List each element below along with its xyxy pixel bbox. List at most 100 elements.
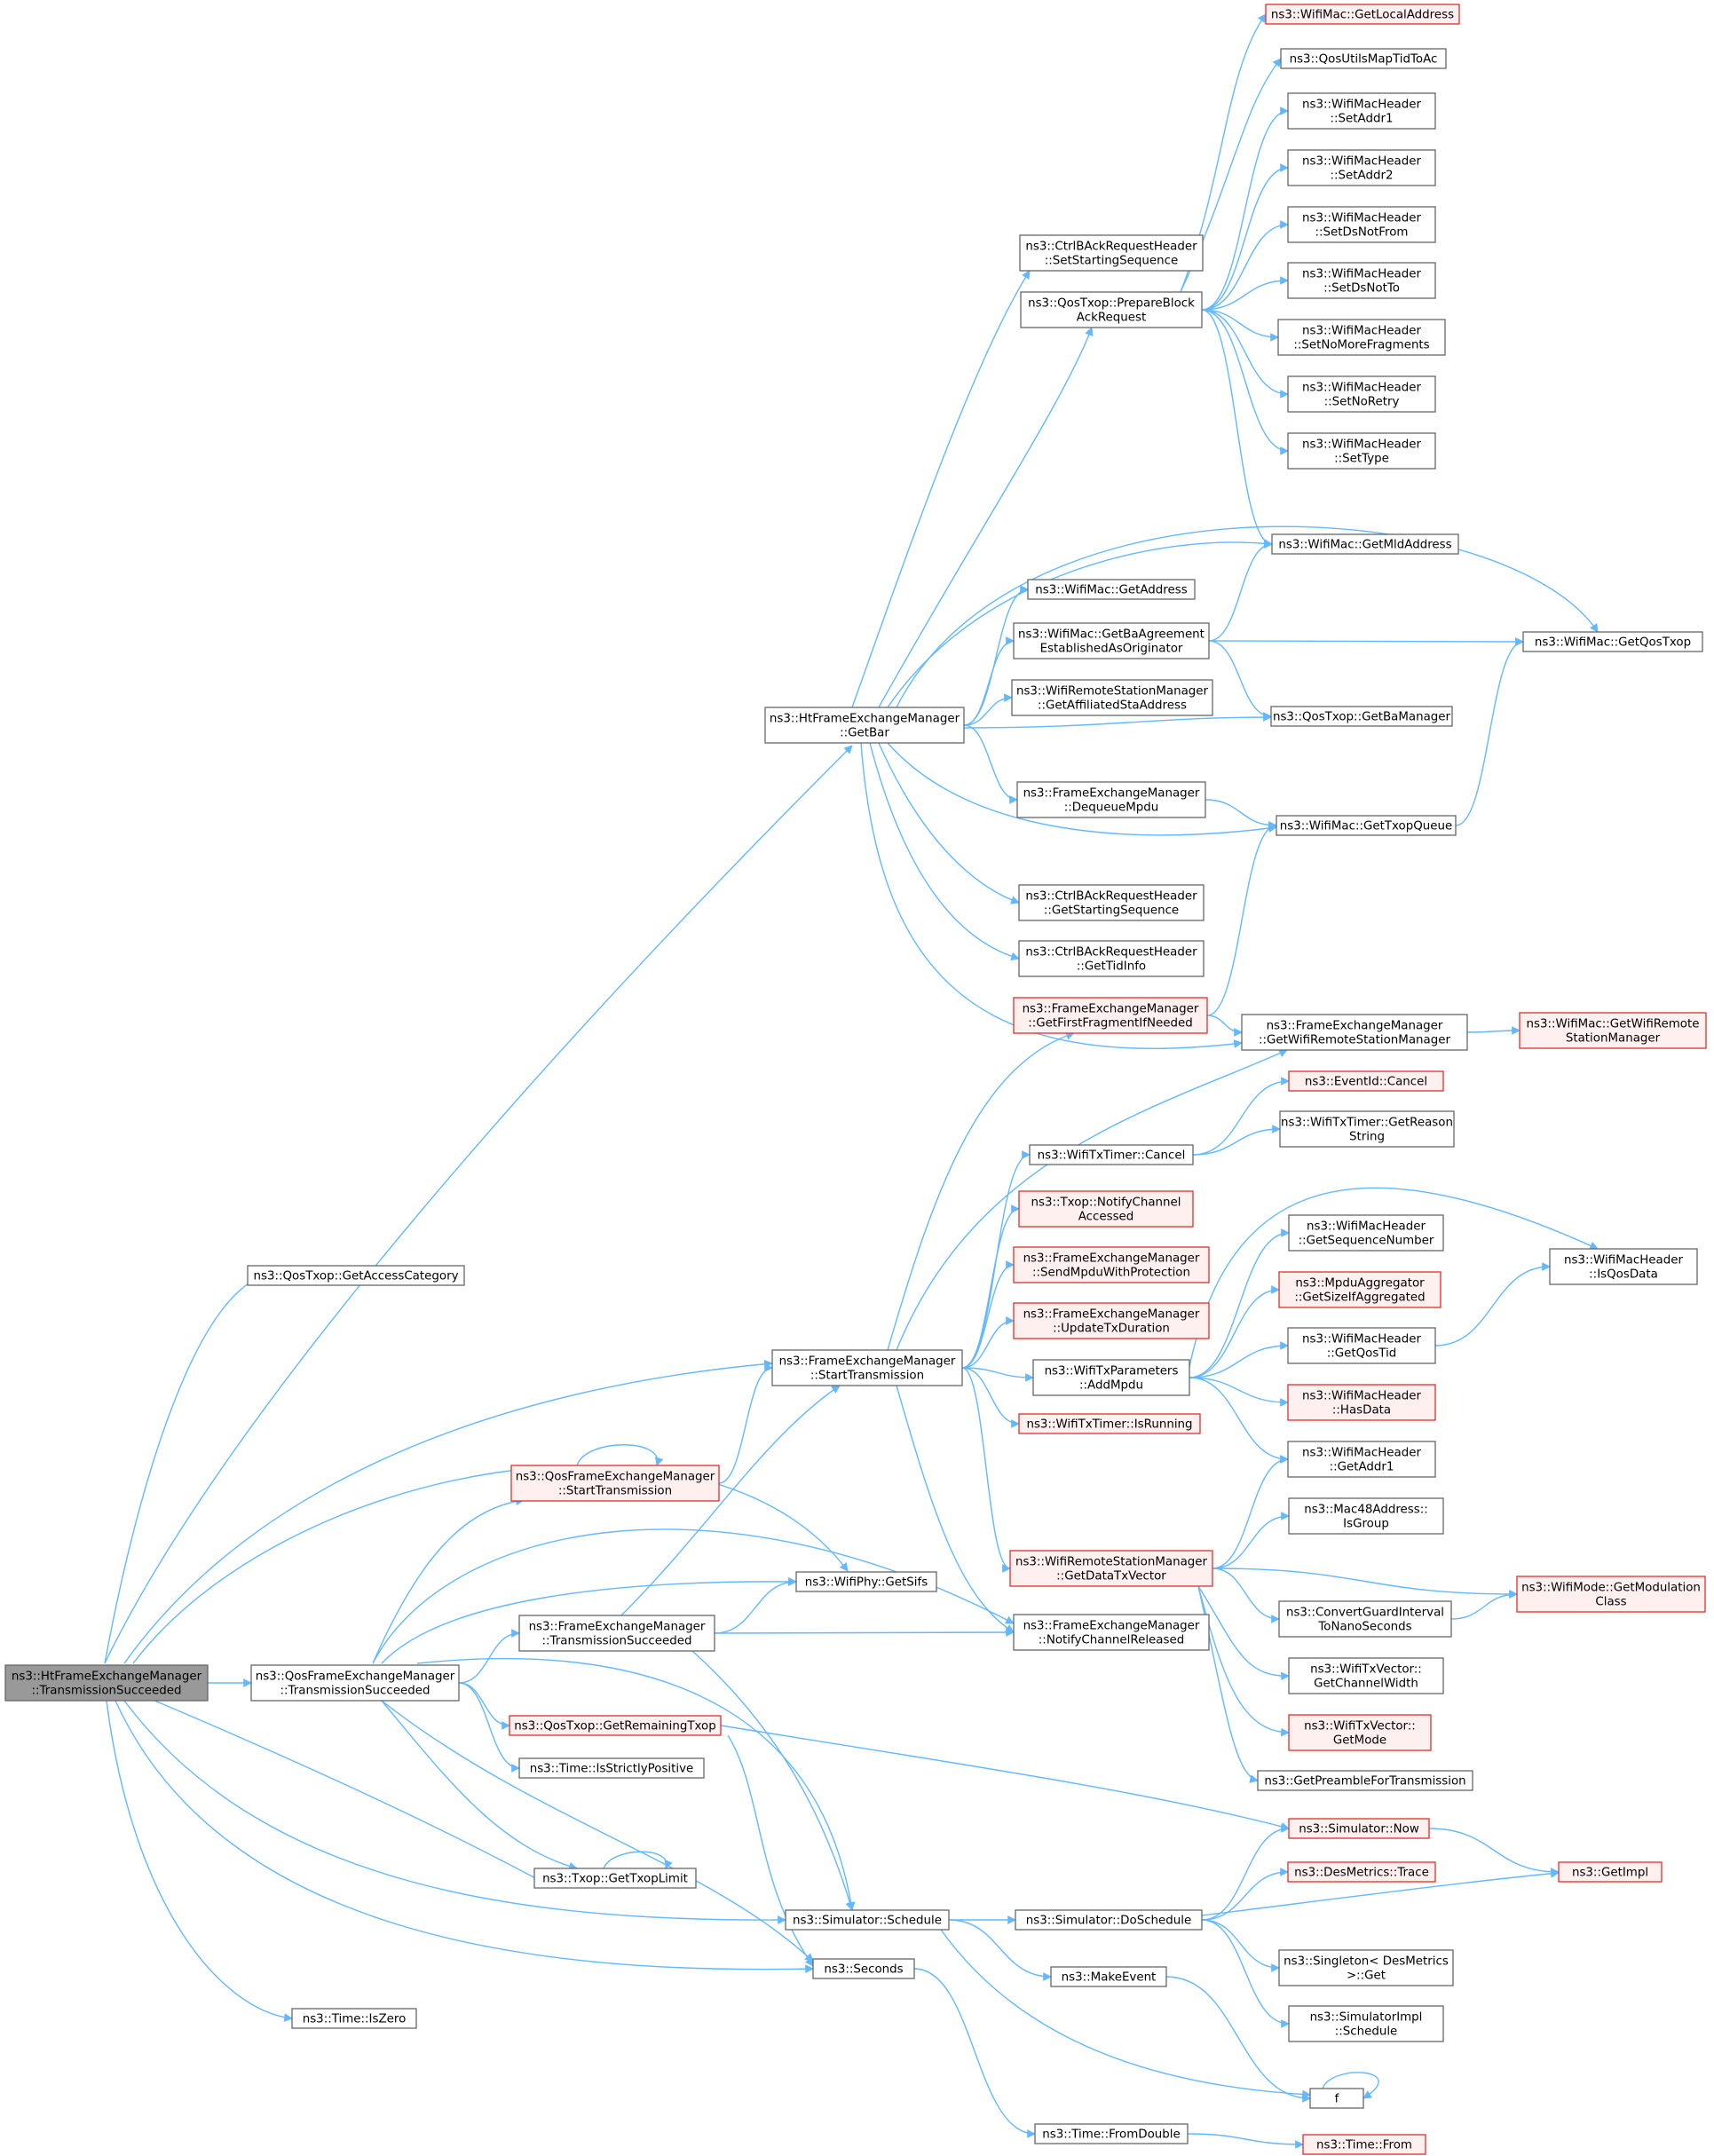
edge-getFirstFragment-to-getWrsm (1206, 1015, 1243, 1037)
node-sendMpduProt[interactable]: ns3::FrameExchangeManager::SendMpduWithP… (1013, 1246, 1210, 1283)
node-getFirstFragment[interactable]: ns3::FrameExchangeManager::GetFirstFragm… (1013, 997, 1208, 1034)
node-label: ns3::QosTxop::PrepareBlock (1028, 297, 1195, 311)
node-label: ns3::SimulatorImpl (1310, 2011, 1423, 2025)
node-getTxopQueue[interactable]: ns3::WifiMac::GetTxopQueue (1276, 815, 1457, 836)
node-getAccessCategory[interactable]: ns3::QosTxop::GetAccessCategory (247, 1265, 465, 1286)
node-label: ns3::HtFrameExchangeManager (770, 713, 960, 726)
node-isStrictlyPositive[interactable]: ns3::Time::IsStrictlyPositive (518, 1757, 705, 1779)
node-timeFrom[interactable]: ns3::Time::From (1302, 2134, 1426, 2155)
node-timerIsRunning[interactable]: ns3::WifiTxTimer::IsRunning (1018, 1413, 1201, 1434)
node-doSchedule[interactable]: ns3::Simulator::DoSchedule (1015, 1909, 1203, 1931)
node-qosMapTid[interactable]: ns3::QosUtilsMapTidToAc (1280, 48, 1447, 69)
node-label: ::GetAddr1 (1330, 1461, 1394, 1474)
node-getQosTid[interactable]: ns3::WifiMacHeader::GetQosTid (1287, 1327, 1436, 1364)
node-box (1241, 1014, 1468, 1051)
edge-femStartTx-to-notifyChAccessed (961, 1204, 1020, 1369)
node-getRemainingTxop[interactable]: ns3::QosTxop::GetRemainingTxop (509, 1715, 722, 1736)
node-femStartTx[interactable]: ns3::FrameExchangeManager::StartTransmis… (771, 1349, 963, 1386)
node-label: String (1349, 1131, 1385, 1144)
node-seconds[interactable]: ns3::Seconds (812, 1958, 915, 1979)
node-getMldAddress[interactable]: ns3::WifiMac::GetMldAddress (1271, 533, 1459, 555)
node-femTxSucceeded[interactable]: ns3::FrameExchangeManager::TransmissionS… (518, 1615, 715, 1652)
node-box (1287, 92, 1436, 130)
node-desTrace[interactable]: ns3::DesMetrics::Trace (1287, 1861, 1436, 1883)
node-setNoMoreFrag[interactable]: ns3::WifiMacHeader::SetNoMoreFragments (1277, 319, 1446, 356)
node-getBaManager[interactable]: ns3::QosTxop::GetBaManager (1270, 706, 1453, 727)
node-label: ns3::WifiTxTimer::IsRunning (1026, 1418, 1192, 1432)
node-simSchedule[interactable]: ns3::Simulator::Schedule (785, 1909, 950, 1931)
node-isQosData[interactable]: ns3::WifiMacHeader::IsQosData (1549, 1248, 1698, 1285)
node-getImpl[interactable]: ns3::GetImpl (1558, 1861, 1663, 1883)
node-simImplSchedule[interactable]: ns3::SimulatorImpl::Schedule (1288, 2005, 1444, 2042)
node-cbarGetTid[interactable]: ns3::CtrlBAckRequestHeader::GetTidInfo (1018, 940, 1205, 977)
node-cbarGetStart[interactable]: ns3::CtrlBAckRequestHeader::GetStartingS… (1018, 884, 1205, 921)
node-htGetBar[interactable]: ns3::HtFrameExchangeManager::GetBar (764, 707, 965, 744)
node-box (250, 1664, 460, 1702)
node-isGroup[interactable]: ns3::Mac48Address::IsGroup (1288, 1497, 1444, 1535)
node-getDataTxVector[interactable]: ns3::WifiRemoteStationManager::GetDataTx… (1009, 1550, 1213, 1587)
node-dequeueMpdu[interactable]: ns3::FrameExchangeManager::DequeueMpdu (1016, 781, 1206, 818)
node-timerCancel[interactable]: ns3::WifiTxTimer::Cancel (1029, 1144, 1194, 1165)
node-label: ns3::DesMetrics::Trace (1294, 1867, 1429, 1880)
node-getWifiRsm[interactable]: ns3::WifiMac::GetWifiRemoteStationManage… (1519, 1012, 1707, 1049)
node-box (1013, 1302, 1210, 1339)
edge-qfemTxSucceeded-to-simSchedule (416, 1657, 856, 1911)
node-getSeqNum[interactable]: ns3::WifiMacHeader::GetSequenceNumber (1288, 1214, 1444, 1252)
node-setAddr1[interactable]: ns3::WifiMacHeader::SetAddr1 (1287, 92, 1436, 130)
node-setNoRetry[interactable]: ns3::WifiMacHeader::SetNoRetry (1287, 375, 1436, 413)
edge-addMpdu-to-getAddr1 (1189, 1377, 1289, 1464)
node-getBaAgreement[interactable]: ns3::WifiMac::GetBaAgreementEstablishedA… (1013, 622, 1210, 659)
node-cbarSetStart[interactable]: ns3::CtrlBAckRequestHeader::SetStartingS… (1019, 234, 1204, 272)
node-root[interactable]: ns3::HtFrameExchangeManager::Transmissio… (4, 1664, 209, 1702)
node-f[interactable]: f (1309, 2088, 1364, 2109)
edge-qfemStartTx-to-qfemStartTx (576, 1444, 664, 1466)
edge-qfemStartTx-to-femStartTx (718, 1363, 773, 1484)
edge-femStartTx-to-getFirstFragment (887, 1031, 1075, 1351)
node-getLocalAddress[interactable]: ns3::WifiMac::GetLocalAddress (1265, 4, 1460, 25)
node-getAddr1[interactable]: ns3::WifiMacHeader::GetAddr1 (1287, 1441, 1436, 1478)
node-updateTxDur[interactable]: ns3::FrameExchangeManager::UpdateTxDurat… (1013, 1302, 1210, 1339)
node-addMpdu[interactable]: ns3::WifiTxParameters::AddMpdu (1032, 1359, 1190, 1396)
edge-convertGi-to-getModClass (1450, 1590, 1518, 1620)
node-getAffiliatedSta[interactable]: ns3::WifiRemoteStationManager::GetAffili… (1011, 679, 1213, 716)
node-setDsNotFrom[interactable]: ns3::WifiMacHeader::SetDsNotFrom (1287, 206, 1436, 243)
node-notifyChReleased[interactable]: ns3::FrameExchangeManager::NotifyChannel… (1013, 1614, 1210, 1651)
node-singletonGet[interactable]: ns3::Singleton< DesMetrics>::Get (1278, 1949, 1454, 1986)
node-box (1019, 234, 1204, 272)
node-getQosTxop[interactable]: ns3::WifiMac::GetQosTxop (1522, 631, 1703, 652)
node-getChWidth[interactable]: ns3::WifiTxVector::GetChannelWidth (1288, 1657, 1444, 1694)
node-fromDouble[interactable]: ns3::Time::FromDouble (1034, 2123, 1189, 2144)
node-label: ns3::WifiMac::GetAddress (1035, 584, 1187, 597)
node-box (509, 1715, 722, 1736)
node-setDsNotTo[interactable]: ns3::WifiMacHeader::SetDsNotTo (1287, 262, 1436, 299)
node-box (1288, 2005, 1444, 2042)
node-getSifs[interactable]: ns3::WifiPhy::GetSifs (795, 1571, 937, 1592)
node-qfemTxSucceeded[interactable]: ns3::QosFrameExchangeManager::Transmissi… (250, 1664, 460, 1702)
edge-htGetBar-to-prepareBlockAck (878, 327, 1094, 708)
node-makeEvent[interactable]: ns3::MakeEvent (1050, 1966, 1167, 1987)
node-eventIdCancel[interactable]: ns3::EventId::Cancel (1288, 1070, 1444, 1092)
node-setType[interactable]: ns3::WifiMacHeader::SetType (1287, 432, 1436, 470)
edge-qfemTxSucceeded-to-qfemStartTx (372, 1497, 525, 1664)
node-getMode[interactable]: ns3::WifiTxVector::GetMode (1288, 1714, 1432, 1751)
node-getTxopLimit[interactable]: ns3::Txop::GetTxopLimit (533, 1868, 697, 1889)
node-box (1287, 375, 1436, 413)
node-getSizeIfAgg[interactable]: ns3::MpduAggregator::GetSizeIfAggregated (1278, 1271, 1441, 1308)
node-getPreamble[interactable]: ns3::GetPreambleForTransmission (1257, 1770, 1473, 1791)
node-qfemStartTx[interactable]: ns3::QosFrameExchangeManager::StartTrans… (510, 1465, 720, 1502)
node-getWrsm[interactable]: ns3::FrameExchangeManager::GetWifiRemote… (1241, 1014, 1468, 1051)
node-setAddr2[interactable]: ns3::WifiMacHeader::SetAddr2 (1287, 149, 1436, 186)
node-label: ::SetNoMoreFragments (1293, 339, 1429, 352)
node-hasData[interactable]: ns3::WifiMacHeader::HasData (1287, 1384, 1436, 1421)
node-getAddress[interactable]: ns3::WifiMac::GetAddress (1027, 579, 1196, 600)
edge-qfemTxSucceeded-to-notifyChReleased (372, 1528, 1015, 1664)
node-isZero[interactable]: ns3::Time::IsZero (291, 2008, 417, 2029)
node-simNow[interactable]: ns3::Simulator::Now (1288, 1818, 1430, 1839)
edge-doSchedule-to-simImplSchedule (1201, 1919, 1290, 2028)
edge-addMpdu-to-getSizeIfAgg (1189, 1285, 1280, 1378)
